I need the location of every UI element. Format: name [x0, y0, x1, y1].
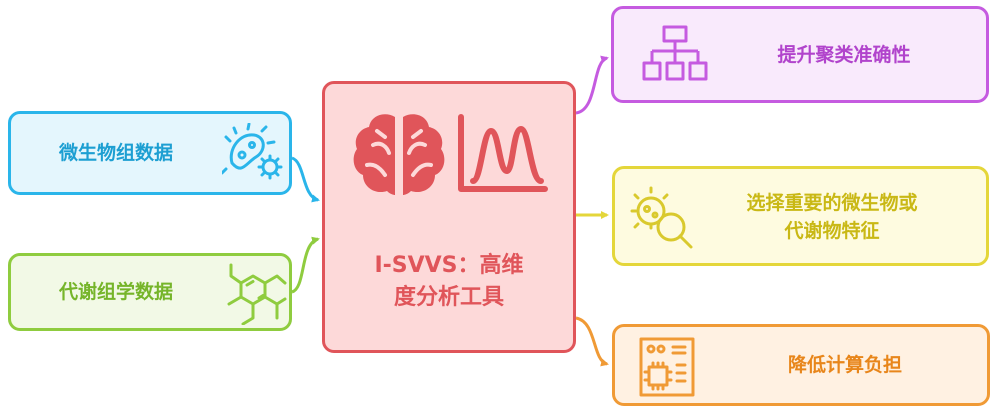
arrow-metabolome-to-center [291, 236, 320, 294]
metabolome-data-node: 代谢组学数据 [8, 253, 292, 331]
arrow-center-to-cost [575, 316, 609, 367]
isvvs-title-line2: 度分析工具 [393, 285, 504, 310]
microbiome-data-node: 微生物组数据 [8, 111, 292, 195]
bacteria-search-icon [630, 186, 693, 249]
arrow-center-to-clustering [575, 55, 609, 115]
brain-icon [353, 114, 445, 195]
computation-cost-label: 降低计算负担 [787, 354, 902, 376]
molecule-icon [227, 263, 287, 325]
clustering-accuracy-node: 提升聚类准确性 [611, 6, 989, 103]
isvvs-title-line1: I-SVVS：高维 [374, 253, 524, 278]
distribution-chart-icon [458, 114, 548, 192]
arrow-microbiome-to-center [291, 156, 320, 203]
metabolome-data-label: 代谢组学数据 [58, 281, 173, 303]
microbiome-data-label: 微生物组数据 [58, 142, 173, 164]
feature-selection-label-line1: 选择重要的微生物或 [746, 192, 918, 214]
feature-selection-label-line2: 代谢物特征 [784, 220, 880, 242]
isvvs-tool-node: I-SVVS：高维 度分析工具 [322, 81, 576, 353]
bacteria-icon [222, 123, 283, 180]
hierarchy-icon [642, 25, 708, 81]
clustering-accuracy-label: 提升聚类准确性 [777, 44, 911, 66]
feature-selection-node: 选择重要的微生物或 代谢物特征 [612, 166, 989, 266]
computation-cost-node: 降低计算负担 [612, 324, 990, 406]
circuit-board-icon [639, 337, 695, 397]
